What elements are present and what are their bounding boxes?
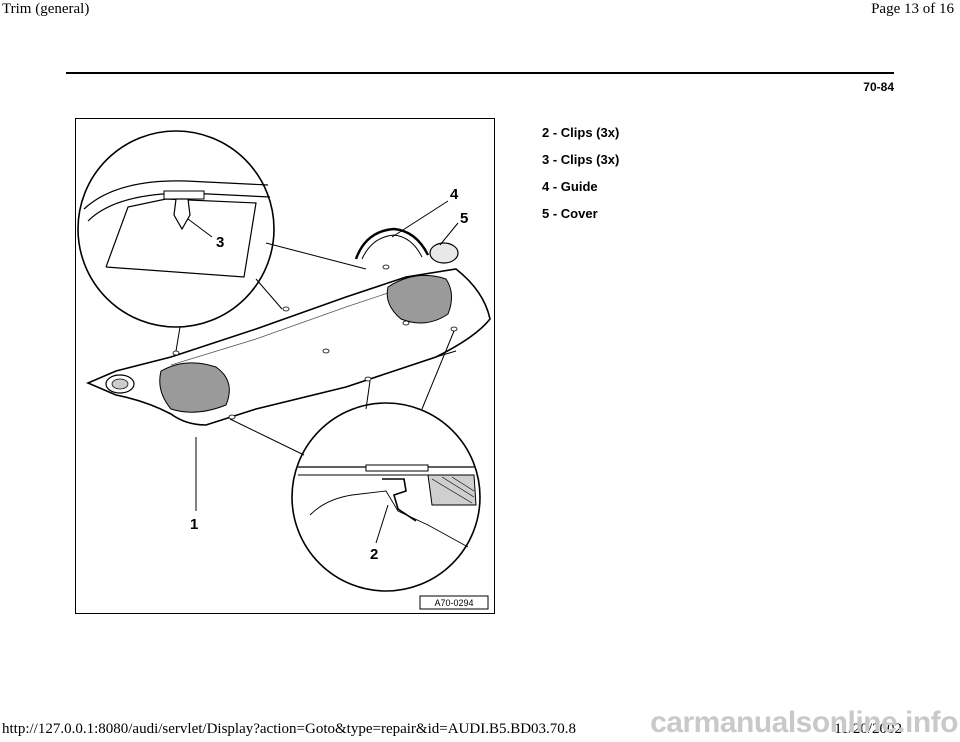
- parts-legend: 2 - Clips (3x) 3 - Clips (3x) 4 - Guide …: [542, 124, 619, 232]
- callout-5: 5: [460, 210, 468, 227]
- callout-3: 3: [216, 234, 224, 251]
- document-title: Trim (general): [2, 1, 90, 17]
- callout-1: 1: [190, 516, 198, 533]
- footer-date: 11/20/2002: [834, 721, 902, 737]
- legend-item-3: 3 - Clips (3x): [542, 152, 620, 167]
- illustration-drawing: 1 2 3 4 5 A70-0294: [77, 130, 491, 610]
- clip-3-detail: [173, 198, 191, 231]
- cover-part: [429, 242, 459, 264]
- page-code: 70-84: [863, 80, 894, 94]
- detail-circle-lower: [291, 402, 481, 592]
- page-indicator: Page 13 of 16: [871, 1, 954, 17]
- callout-4: 4: [450, 186, 459, 203]
- footer-url[interactable]: http://127.0.0.1:8080/audi/servlet/Displ…: [2, 721, 577, 737]
- legend-item-4: 4 - Guide: [542, 179, 598, 194]
- callout-2: 2: [370, 546, 378, 563]
- reference-code-box: [419, 595, 489, 610]
- clip-2-detail: [382, 478, 417, 522]
- watermark-logo: carmanualsonline.info: [650, 706, 958, 739]
- legend-item-5: 5 - Cover: [542, 206, 598, 221]
- detail-circle-upper: [77, 130, 275, 328]
- guide-part: [354, 227, 430, 260]
- legend-item-2: 2 - Clips (3x): [542, 125, 620, 140]
- speaker-grille-right: [386, 274, 452, 324]
- speaker-grille-left: [159, 362, 230, 413]
- reference-code: A70-0294: [434, 598, 473, 608]
- rear-shelf-illustration: 1 2 3 4 5 A70-0294: [75, 118, 495, 614]
- header-divider: [66, 72, 894, 74]
